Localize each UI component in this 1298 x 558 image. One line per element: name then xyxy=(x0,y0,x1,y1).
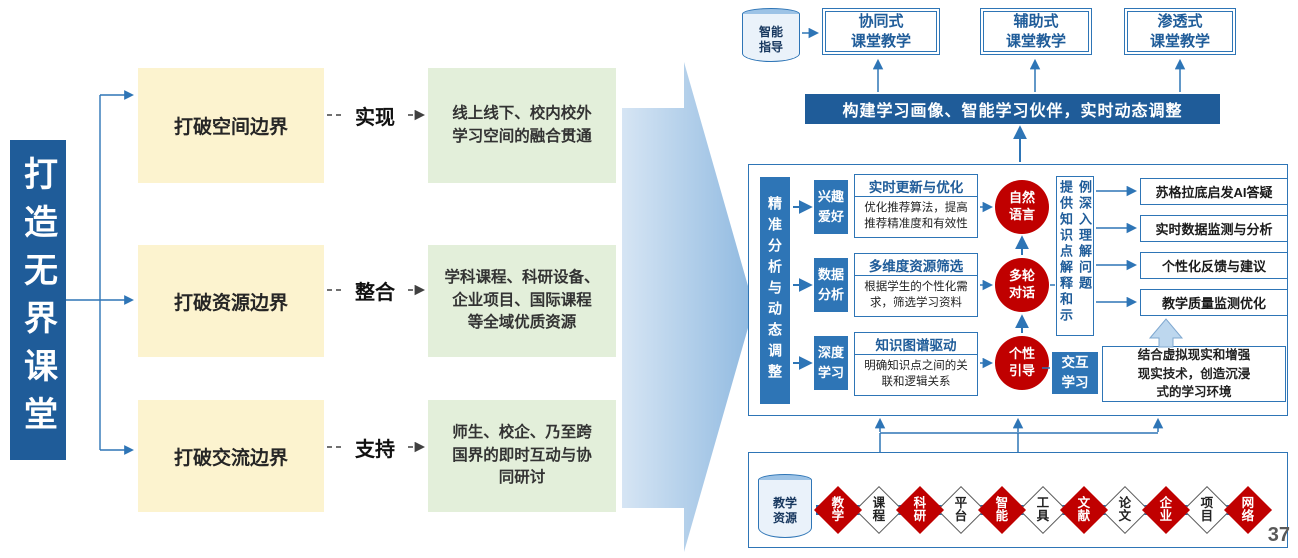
output-socratic-ai: 苏格拉底启发AI答疑 xyxy=(1140,178,1288,205)
output-data-monitoring: 实时数据监测与分析 xyxy=(1140,215,1288,242)
tag-deep-learning: 深度 学习 xyxy=(814,336,848,390)
verb-label-integrate: 整合 xyxy=(342,276,408,304)
analysis-card-desc: 根据学生的个性化需 求，筛选学习资料 xyxy=(864,281,968,310)
verb-label-realize: 实现 xyxy=(342,101,408,129)
big-flow-arrow xyxy=(622,62,754,552)
teaching-resource-cylinder: 教学 资源 xyxy=(758,474,812,538)
analysis-card-title: 实时更新与优化 xyxy=(855,175,977,197)
circle-personal-guidance: 个性 引导 xyxy=(995,336,1049,390)
target-box-space: 线上线下、校内校外 学习空间的融合贯通 xyxy=(428,68,616,183)
main-title-banner: 打造无界课堂 xyxy=(10,140,66,460)
analysis-card-update: 实时更新与优化 优化推荐算法，提高 推荐精准度和有效性 xyxy=(854,174,978,238)
target-box-resource: 学科课程、科研设备、 企业项目、国际课程 等全域优质资源 xyxy=(428,245,616,357)
profile-banner: 构建学习画像、智能学习伙伴，实时动态调整 xyxy=(805,94,1220,124)
target-box-communication: 师生、校企、乃至跨 国界的即时互动与协 同研讨 xyxy=(428,400,616,512)
analysis-card-filter: 多维度资源筛选 根据学生的个性化需 求，筛选学习资料 xyxy=(854,253,978,317)
boundary-box-communication: 打破交流边界 xyxy=(138,400,324,512)
circle-multi-turn-dialog: 多轮 对话 xyxy=(995,258,1049,312)
circle-natural-language: 自然 语言 xyxy=(995,180,1049,234)
analysis-card-desc: 优化推荐算法，提高 推荐精准度和有效性 xyxy=(864,202,968,231)
interaction-desc: 结合虚拟现实和增强 现实技术，创造沉浸 式的学习环境 xyxy=(1102,346,1286,402)
mode-box-collaborative: 协同式 课堂教学 xyxy=(822,8,940,55)
analysis-card-title: 多维度资源筛选 xyxy=(855,254,977,276)
intelligent-guidance-cylinder: 智能 指导 xyxy=(742,8,800,62)
cylinder-label: 智能 指导 xyxy=(758,24,783,54)
interaction-tag: 交互 学习 xyxy=(1052,352,1098,394)
boundary-box-resource: 打破资源边界 xyxy=(138,245,324,357)
output-personal-feedback: 个性化反馈与建议 xyxy=(1140,252,1288,279)
analysis-card-title: 知识图谱驱动 xyxy=(855,333,977,355)
mode-box-permeating: 渗透式 课堂教学 xyxy=(1124,8,1236,55)
analysis-card-desc: 明确知识点之间的关 联和逻辑关系 xyxy=(864,360,968,389)
tag-interest: 兴趣 爱好 xyxy=(814,180,848,234)
boundary-box-space: 打破空间边界 xyxy=(138,68,324,183)
page-number: 37 xyxy=(1267,524,1290,546)
analysis-card-graph: 知识图谱驱动 明确知识点之间的关 联和逻辑关系 xyxy=(854,332,978,396)
tag-data: 数据 分析 xyxy=(814,258,848,312)
mode-box-assisted: 辅助式 课堂教学 xyxy=(980,8,1092,55)
analysis-side-label: 精准分析与动态调整 xyxy=(760,177,790,404)
knowledge-note: 提供知识点解释和示例深入理解问题 xyxy=(1056,176,1094,336)
output-quality-monitoring: 教学质量监测优化 xyxy=(1140,289,1288,316)
verb-label-support: 支持 xyxy=(342,433,408,461)
cylinder-label: 教学 资源 xyxy=(772,495,797,525)
